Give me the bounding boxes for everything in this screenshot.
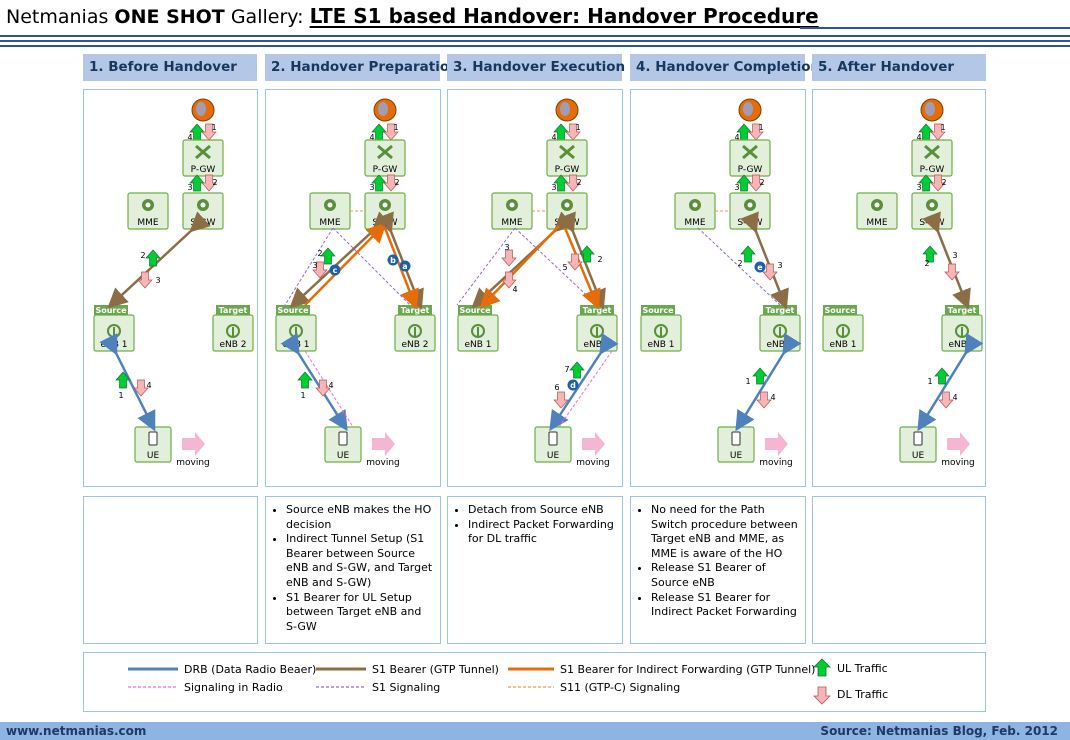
note-item: No need for the Path Switch procedure be…	[651, 503, 799, 561]
note-item: Source eNB makes the HO decision	[286, 503, 434, 532]
column-header: 5. After Handover	[812, 54, 986, 81]
note-item: Release S1 Bearer for Indirect Packet Fo…	[651, 591, 799, 620]
notes-panel: Detach from Source eNBIndirect Packet Fo…	[447, 496, 623, 644]
column-header: 4. Handover Completion	[630, 54, 820, 81]
legend-drb-label: DRB (Data Radio Beaer)	[184, 663, 317, 676]
legend: DRB (Data Radio Beaer) Signaling in Radi…	[83, 652, 986, 712]
note-item: Detach from Source eNB	[468, 503, 616, 518]
note-item: Indirect Tunnel Setup (S1 Bearer between…	[286, 532, 434, 590]
title-stripe	[0, 45, 1070, 47]
diagram-panel	[447, 89, 623, 487]
notes-panel: No need for the Path Switch procedure be…	[630, 496, 806, 644]
title-oneshot: ONE SHOT	[114, 6, 225, 28]
page-title: Netmanias ONE SHOT Gallery: LTE S1 based…	[6, 4, 819, 28]
column-header: 3. Handover Execution	[447, 54, 625, 81]
legend-sig-radio-label: Signaling in Radio	[184, 681, 283, 694]
footer: www.netmanias.com Source: Netmanias Blog…	[0, 722, 1070, 740]
notes-panel	[812, 496, 986, 644]
legend-ul-label: UL Traffic	[837, 662, 888, 675]
legend-s1-sig-label: S1 Signaling	[372, 681, 441, 694]
title-stripe	[0, 40, 1070, 42]
note-item: S1 Bearer for UL Setup between Target eN…	[286, 591, 434, 635]
legend-swatches	[128, 658, 831, 705]
legend-s11-label: S11 (GTP-C) Signaling	[560, 681, 681, 694]
legend-ul-arrow-icon	[813, 658, 831, 677]
footer-website: www.netmanias.com	[6, 724, 147, 738]
title-bar: Netmanias ONE SHOT Gallery: LTE S1 based…	[0, 0, 1070, 50]
column-header: 2. Handover Preparation	[265, 54, 459, 81]
note-item: Release S1 Bearer of Source eNB	[651, 561, 799, 590]
diagram-panel	[812, 89, 986, 487]
diagram-panel	[83, 89, 258, 487]
title-main: LTE S1 based Handover: Handover Procedur…	[309, 4, 819, 28]
title-gallery: Gallery:	[230, 6, 304, 28]
column-header: 1. Before Handover	[83, 54, 257, 81]
notes-panel: Source eNB makes the HO decisionIndirect…	[265, 496, 441, 644]
legend-dl-label: DL Traffic	[837, 688, 889, 701]
footer-source: Source: Netmanias Blog, Feb. 2012	[820, 724, 1058, 738]
title-stripe	[0, 35, 1070, 37]
legend-s1-label: S1 Bearer (GTP Tunnel)	[372, 663, 499, 676]
legend-dl-arrow-icon	[813, 686, 831, 705]
diagram-panel	[265, 89, 441, 487]
title-brand: Netmanias	[6, 6, 109, 28]
legend-indirect-label: S1 Bearer for Indirect Forwarding (GTP T…	[560, 663, 816, 676]
note-item: Indirect Packet Forwarding for DL traffi…	[468, 518, 616, 547]
notes-panel	[83, 496, 258, 644]
diagram-panel	[630, 89, 806, 487]
title-stripe	[800, 27, 1070, 29]
